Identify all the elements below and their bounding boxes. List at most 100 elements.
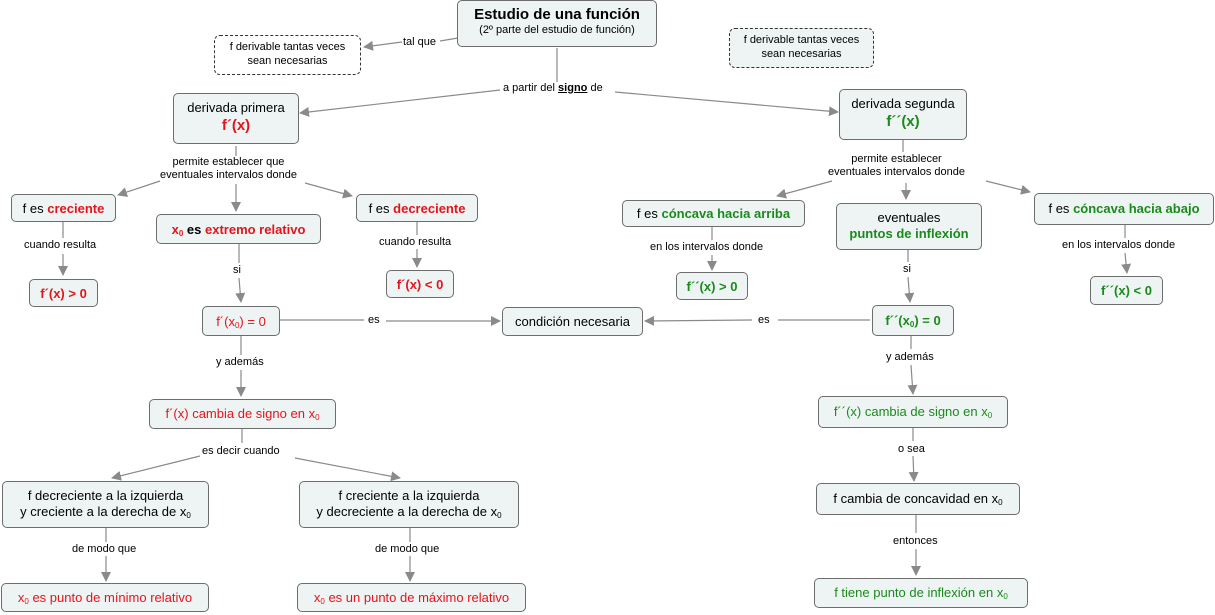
extremo-x0: x0: [171, 222, 184, 238]
maximo-line2: y decreciente a la derecha de x0: [300, 504, 518, 524]
link-yademas-cambia2: [907, 364, 918, 395]
link-apartir-d2: [614, 91, 839, 117]
minimo-line2: y creciente a la derecha de x0: [3, 504, 208, 524]
concava-arriba-node: f es cóncava hacia arriba: [622, 200, 805, 227]
link-talque-note: [363, 40, 403, 51]
extremo-sub: 0: [178, 229, 184, 238]
cambia-x: x: [308, 406, 316, 421]
root-subtitle: (2º parte del estudio de función): [479, 24, 635, 36]
concava-abajo-pre: f es: [1048, 201, 1070, 216]
root-title: Estudio de una función: [474, 6, 640, 23]
maximo-line1: f creciente a la izquierda: [338, 488, 480, 503]
label-si-left: si: [233, 264, 241, 277]
maximo-x0: x0: [491, 504, 502, 520]
link-root-talque: [439, 37, 459, 42]
cambia2-sub: 0: [987, 411, 993, 420]
punto-inflexion-x: x: [996, 585, 1004, 600]
label-cuando-resulta-1: cuando resulta: [24, 239, 97, 252]
label-es-decir: es decir cuando: [202, 445, 280, 458]
f2x0-post: ) = 0: [914, 313, 941, 328]
cambia-signo2-text: f´´(x) cambia de signo en: [833, 404, 978, 419]
cambia2-x: x: [981, 404, 988, 419]
minimo-res-x: x: [17, 590, 25, 605]
label-a-partir-pre: a partir del: [503, 82, 555, 94]
minimo-resultado-node: x0 es punto de mínimo relativo: [1, 583, 209, 612]
label-permite-left: permite establecer que eventuales interv…: [160, 156, 297, 182]
cambia-signo2-node: f´´(x) cambia de signo en x0: [818, 396, 1008, 428]
fx0-expr: f´(x0) = 0: [216, 314, 266, 330]
label-entonces: entonces: [893, 535, 938, 548]
label-es-right: es: [758, 314, 770, 327]
cambia-signo-node: f´(x) cambia de signo en x0: [149, 399, 336, 429]
minimo-x: x: [179, 504, 187, 519]
link-es-cond2: [644, 315, 753, 326]
link-intervalos-f2neg: [1121, 252, 1132, 274]
concavidad-x0: x0: [992, 491, 1003, 507]
f2x0-node: f´´(x0) = 0: [872, 305, 954, 336]
condicion-necesaria-text: condición necesaria: [515, 314, 630, 329]
extremo-node: x0 es extremo relativo: [156, 214, 321, 244]
concavidad-node: f cambia de concavidad en x0: [816, 483, 1020, 515]
link-permite-arriba: [776, 180, 833, 199]
maximo-line2-text: y decreciente a la derecha de: [316, 504, 487, 519]
minimo-sub: 0: [186, 511, 191, 520]
cambia-signo-text: f´(x) cambia de signo en: [165, 406, 305, 421]
f2x0-expr: f´´(x0) = 0: [885, 313, 941, 329]
derivada-segunda-expr: f´´(x): [886, 113, 920, 130]
maximo-resultado-node: x0 es un punto de máximo relativo: [297, 583, 526, 612]
label-intervalos-abajo: en los intervalos donde: [1062, 239, 1176, 252]
label-y-ademas-right: y además: [886, 351, 934, 364]
f2x0-pre: f´´(x: [885, 313, 910, 328]
link-permite-creciente: [117, 180, 161, 197]
link-esdecir-max: [294, 457, 401, 482]
link-si-fx0: [235, 277, 246, 303]
decreciente-key: decreciente: [393, 201, 466, 216]
derivada-segunda-title: derivada segunda: [851, 96, 955, 111]
fneg-expr: f´(x) < 0: [396, 277, 444, 292]
fx0-node: f´(x0) = 0: [202, 306, 280, 336]
label-a-partir: a partir del signo de: [503, 82, 603, 95]
creciente-key: creciente: [47, 201, 105, 216]
maximo-condicion-node: f creciente a la izquierda y decreciente…: [299, 481, 519, 528]
condicion-necesaria-node: condición necesaria: [502, 307, 643, 336]
puntos-inflexion-line2: puntos de inflexión: [849, 226, 969, 241]
maximo-res-text: es un punto de máximo relativo: [328, 590, 510, 605]
punto-inflexion-sub: 0: [1003, 592, 1008, 601]
note-left-line1: f derivable tantas veces: [229, 41, 346, 53]
label-a-partir-post: de: [590, 82, 603, 94]
concavidad-sub: 0: [998, 498, 1003, 507]
maximo-res-sub: 0: [320, 597, 325, 606]
label-de-modo-1: de modo que: [72, 543, 137, 556]
creciente-node: f es creciente: [11, 194, 116, 222]
punto-inflexion-x0: x0: [996, 585, 1008, 601]
label-y-ademas-left: y además: [216, 356, 264, 369]
concava-arriba-key: cóncava hacia arriba: [661, 206, 791, 221]
label-cuando-resulta-2: cuando resulta: [379, 236, 452, 249]
punto-inflexion-text: f tiene punto de inflexión en: [834, 585, 994, 600]
extremo-x: x: [171, 222, 179, 237]
f2neg-node: f´´(x) < 0: [1090, 276, 1163, 305]
label-o-sea: o sea: [898, 443, 925, 456]
root-node: Estudio de una función (2º parte del est…: [457, 0, 657, 47]
maximo-res-x: x: [313, 590, 321, 605]
fpos-expr: f´(x) > 0: [40, 286, 87, 301]
note-left: f derivable tantas veces sean necesarias: [214, 35, 361, 75]
maximo-sub: 0: [497, 511, 502, 520]
minimo-condicion-node: f decreciente a la izquierda y creciente…: [2, 481, 209, 528]
label-signo: signo: [558, 82, 588, 94]
label-intervalos-arriba: en los intervalos donde: [650, 241, 764, 254]
minimo-res-sub: 0: [24, 597, 29, 606]
fpos-node: f´(x) > 0: [29, 279, 98, 307]
derivada-primera-expr: f´(x): [221, 117, 251, 134]
note-right-line2: sean necesarias: [761, 48, 842, 60]
label-de-modo-2: de modo que: [375, 543, 440, 556]
fx0-sub: 0: [234, 321, 240, 330]
link-permite-decreciente: [304, 182, 353, 199]
label-si-right: si: [903, 263, 911, 276]
extremo-es: es: [186, 222, 202, 237]
concava-abajo-key: cóncava hacia abajo: [1073, 201, 1200, 216]
minimo-line1: f decreciente a la izquierda: [27, 488, 184, 503]
label-permite-left-2: eventuales intervalos donde: [160, 169, 297, 181]
fneg-node: f´(x) < 0: [386, 270, 454, 298]
